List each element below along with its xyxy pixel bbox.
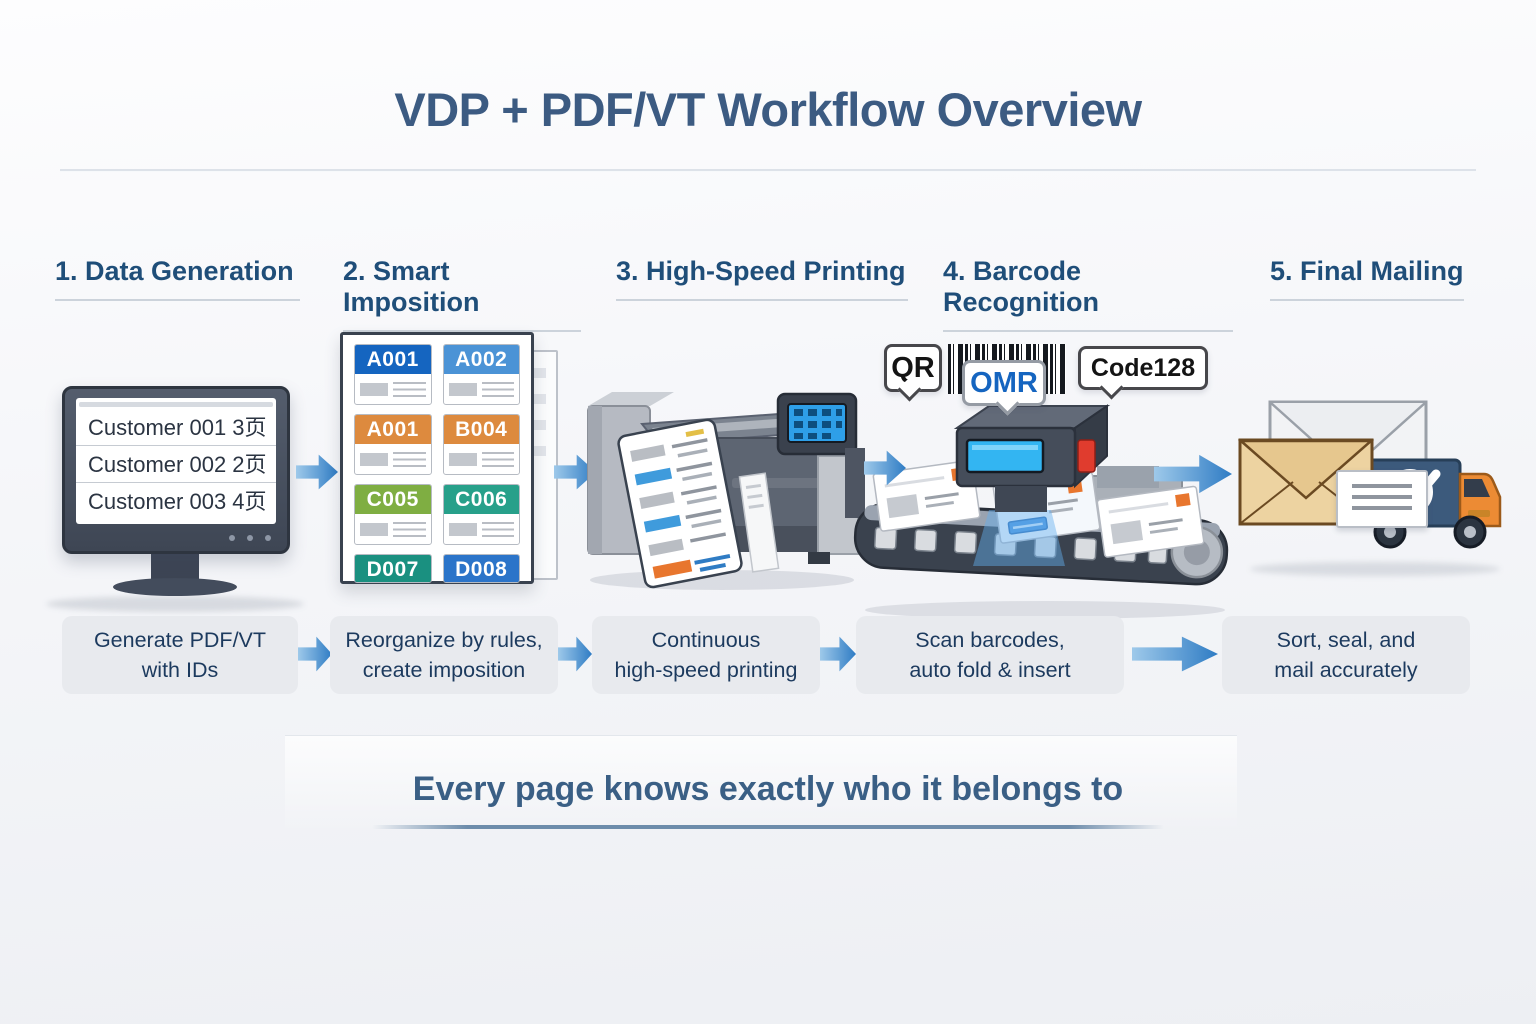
- arrow-icon: [298, 636, 332, 672]
- scanner-beam: [973, 510, 1065, 566]
- printer-control-panel: [776, 392, 858, 456]
- desc-line: Reorganize by rules,: [345, 627, 543, 652]
- step-header-label: 3. High-Speed Printing: [616, 256, 906, 286]
- step-header-final-mailing: 5. Final Mailing: [1270, 256, 1464, 301]
- imposition-card-body: [355, 444, 431, 474]
- imposition-card: C005: [354, 484, 432, 545]
- customer-row: Customer 002 2页: [76, 446, 276, 483]
- customer-row: Customer 003 4页: [88, 489, 267, 514]
- step-header-label: 4. Barcode Recognition: [943, 256, 1099, 317]
- address-label-card: [1336, 470, 1428, 528]
- imposition-card-id: A002: [443, 345, 519, 374]
- imposition-card-id: A001: [355, 345, 431, 374]
- imposition-card: B004: [442, 414, 520, 475]
- arrow-icon: [554, 454, 596, 490]
- imposition-card-id: C006: [443, 485, 519, 514]
- qr-label: QR: [891, 351, 935, 384]
- page-title: VDP + PDF/VT Workflow Overview: [394, 83, 1142, 136]
- mail-piece: [1096, 485, 1205, 558]
- step-header-label: 5. Final Mailing: [1270, 256, 1464, 286]
- arrow-icon: [1132, 636, 1218, 672]
- printer-output-sheet: [617, 418, 743, 589]
- step-underline: [1270, 299, 1464, 301]
- imposition-card: A001: [354, 414, 432, 475]
- code128-label: Code128: [1090, 353, 1196, 382]
- imposition-card-id: C005: [355, 485, 431, 514]
- monitor-stand: [151, 554, 199, 582]
- monitor-shadow: [46, 596, 304, 612]
- scanner-icon: [953, 404, 1111, 512]
- desc-line: Generate PDF/VT: [93, 627, 267, 652]
- monitor-buttons: [229, 535, 271, 541]
- printer-paper-strip: [738, 472, 780, 573]
- arrow-icon: [820, 636, 856, 672]
- step-header-high-speed-printing: 3. High-Speed Printing: [616, 256, 908, 301]
- imposition-sheet-icon: A001 A002 A001 B004 C005 C006 D007 D008: [340, 332, 534, 584]
- imposition-card: A001: [354, 344, 432, 405]
- step-underline: [55, 299, 300, 301]
- title-divider: [60, 169, 1476, 171]
- qr-bubble: QR: [884, 344, 942, 392]
- monitor-base: [113, 578, 237, 596]
- step-underline: [943, 330, 1233, 332]
- imposition-card-body: [444, 374, 520, 404]
- imposition-card: D007: [354, 554, 432, 583]
- tagline-underline: [372, 825, 1164, 829]
- desc-line: with IDs: [141, 658, 219, 682]
- arrow-icon: [1154, 454, 1232, 494]
- mail-piece: [872, 459, 981, 532]
- conveyor-illustration: [845, 404, 1229, 619]
- omr-bubble: OMR: [962, 360, 1046, 406]
- imposition-card-id: D008: [443, 555, 519, 582]
- tagline: Every page knows exactly who it belongs …: [412, 770, 1124, 808]
- imposition-card: A002: [442, 344, 520, 405]
- imposition-card-id: A001: [355, 415, 431, 444]
- mailing-shadow: [1250, 562, 1500, 576]
- printer-icon: [587, 392, 859, 590]
- desc-line: auto fold & insert: [909, 658, 1071, 682]
- monitor-icon: Customer 001 3页 Customer 002 2页 Customer…: [62, 386, 290, 554]
- desc-line: Sort, seal, and: [1276, 627, 1416, 652]
- desc-line: high-speed printing: [614, 658, 798, 682]
- desc-box-high-speed-printing: Continuous high-speed printing: [592, 616, 820, 694]
- desc-box-final-mailing: Sort, seal, and mail accurately: [1222, 616, 1470, 694]
- arrow-icon: [296, 454, 338, 490]
- desc-line: Scan barcodes,: [915, 627, 1065, 652]
- step-header-label: 2. Smart Imposition: [343, 256, 480, 317]
- step-header-barcode-recognition: 4. Barcode Recognition: [943, 256, 1233, 332]
- omr-label: OMR: [970, 366, 1038, 399]
- step-underline: [343, 330, 581, 332]
- desc-line: create imposition: [362, 658, 526, 682]
- imposition-card-body: [444, 444, 520, 474]
- code128-bubble: Code128: [1078, 346, 1208, 390]
- arrow-icon: [864, 450, 906, 486]
- imposition-card-body: [355, 514, 431, 544]
- imposition-card-id: B004: [443, 415, 519, 444]
- desc-line: Continuous: [651, 627, 761, 652]
- arrow-icon: [558, 636, 592, 672]
- imposition-card-body: [355, 374, 431, 404]
- tagline-band: [285, 735, 1237, 833]
- imposition-card-id: D007: [355, 555, 431, 582]
- step-underline: [616, 299, 908, 301]
- desc-line: mail accurately: [1274, 658, 1418, 682]
- desc-box-smart-imposition: Reorganize by rules, create imposition: [330, 616, 558, 694]
- imposition-card: C006: [442, 484, 520, 545]
- desc-box-barcode-recognition: Scan barcodes, auto fold & insert: [856, 616, 1124, 694]
- imposition-card: D008: [442, 554, 520, 583]
- imposition-card-body: [444, 514, 520, 544]
- customer-row: Customer 001 3页: [76, 409, 276, 446]
- monitor-titlebar: [79, 402, 273, 407]
- step-header-data-generation: 1. Data Generation: [55, 256, 300, 301]
- monitor-screen: Customer 001 3页 Customer 002 2页 Customer…: [76, 398, 276, 524]
- step-header-label: 1. Data Generation: [55, 256, 294, 286]
- desc-box-data-generation: Generate PDF/VT with IDs: [62, 616, 298, 694]
- step-header-smart-imposition: 2. Smart Imposition: [343, 256, 581, 332]
